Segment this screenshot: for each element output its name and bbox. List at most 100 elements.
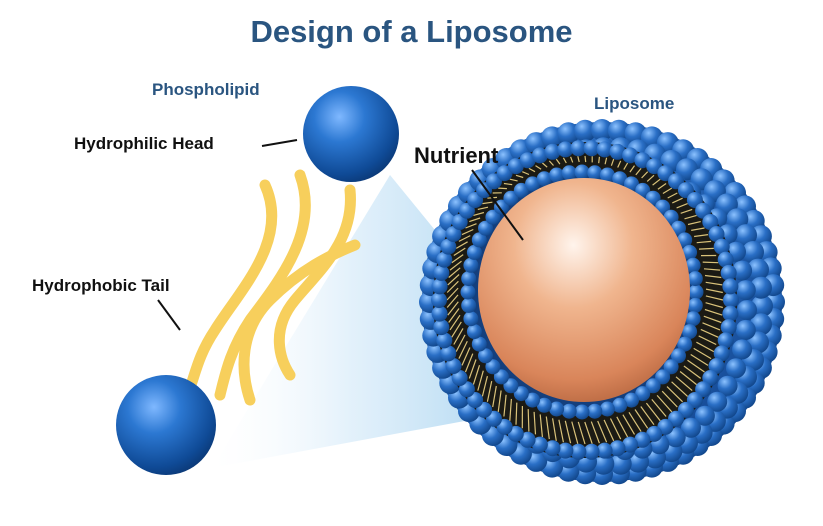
lipid-tail-line <box>515 174 524 179</box>
phospholipid-head-bead <box>570 443 587 460</box>
lipid-tail-line <box>584 155 587 163</box>
lipid-tail-line <box>503 394 507 417</box>
lipid-tail-line <box>498 187 507 190</box>
phospholipid-head-bead <box>549 167 565 183</box>
phospholipid-head-bead <box>460 284 476 300</box>
phospholipid-head-bead <box>433 319 450 336</box>
lipid-tail-line <box>623 162 629 170</box>
lipid-tail-line <box>503 182 513 186</box>
phospholipid-head-bead <box>557 122 580 145</box>
phospholipid-head-bead <box>525 176 540 192</box>
hydrophilic-head-leader <box>261 139 298 147</box>
lipid-tail-line <box>700 328 719 338</box>
lipid-tail-line <box>705 295 724 301</box>
lipid-tail-line <box>464 353 474 373</box>
phospholipid-head-bead <box>735 280 756 301</box>
lipid-tail-line <box>687 221 701 226</box>
phospholipid-head-bead <box>436 251 453 268</box>
phospholipid-head-bead <box>609 440 626 457</box>
phospholipid-head-bead <box>463 257 479 273</box>
lipid-tail-line <box>453 247 466 257</box>
zoom-cone <box>212 175 492 468</box>
lipid-tail-line <box>542 162 548 168</box>
lipid-tail-line <box>704 274 722 279</box>
lipid-tail-line <box>609 418 622 440</box>
lipid-tail-line <box>515 402 518 425</box>
lipid-tail-line <box>698 335 717 346</box>
phospholipid-head-bead <box>431 292 447 308</box>
phospholipid-head-bead <box>622 436 639 453</box>
phospholipid-tails <box>179 169 361 406</box>
lipid-tail-line <box>661 390 678 408</box>
hydrophobic-tail-label: Hydrophobic Tail <box>32 276 170 295</box>
phospholipid-head-bead <box>685 257 701 273</box>
lipid-tail-line <box>497 390 502 412</box>
phospholipid-head-bead <box>717 332 734 349</box>
lipid-tail-line <box>696 341 715 353</box>
lipid-tail-line <box>455 241 468 249</box>
phospholipid-head-bead <box>463 311 479 327</box>
phospholipid-head-bead <box>722 278 739 295</box>
phospholipid-head-bead <box>561 165 577 181</box>
phospholipid-head-bead <box>544 440 561 457</box>
tail-1 <box>179 179 278 406</box>
lipid-tail-line <box>449 314 461 331</box>
lipid-tail-line <box>590 421 600 444</box>
phospholipid-head-bead <box>536 171 552 187</box>
phospholipid-head-bead <box>587 403 603 419</box>
lipid-tail-line <box>662 187 673 195</box>
phospholipid-head-bead <box>713 345 730 362</box>
lipid-tail-line <box>449 260 462 271</box>
phospholipid-head-bead <box>574 404 590 420</box>
phospholipid-head-bead <box>561 403 577 419</box>
phospholipid-head-bead <box>747 258 769 281</box>
lipid-tail-line <box>622 414 636 435</box>
phospholipid-head-bead <box>525 392 540 408</box>
phospholipid-head-bead <box>717 251 734 268</box>
phospholipid-head-bead <box>723 292 739 308</box>
lipid-tail-line <box>666 386 684 403</box>
lipid-tail-line <box>472 365 481 385</box>
lipid-tail-line <box>629 165 635 173</box>
phospholipid-head-bead <box>587 165 603 181</box>
phospholipid-head-bead <box>519 431 536 448</box>
tail-3 <box>273 184 356 381</box>
phospholipid-head-bead <box>574 119 597 142</box>
lipid-tail-line <box>458 341 468 359</box>
phospholipid-head-bead <box>451 370 468 386</box>
lipid-tail-line <box>552 418 557 441</box>
lipid-tail-line <box>469 217 481 223</box>
phospholipid-head-bead <box>513 182 529 198</box>
phospholipid-head-bead <box>635 182 651 198</box>
phospholipid-head-bead <box>687 297 703 313</box>
phospholipid-head-bead <box>732 260 753 281</box>
phospholipid-head-bead <box>607 119 630 142</box>
liposome-label: Liposome <box>594 94 675 113</box>
phospholipid-head-bead <box>707 391 728 412</box>
lipid-tail-line <box>679 371 697 386</box>
lipid-tail-line <box>598 156 600 164</box>
phospholipid-head-bead <box>677 232 693 248</box>
phospholipid-head-bead <box>471 336 487 352</box>
phospholipid-head-bead <box>478 348 493 364</box>
phospholipid-head-bead <box>646 425 663 442</box>
lipid-tail-line <box>465 223 477 229</box>
phospholipid-head-bead <box>612 171 628 187</box>
phospholipid-head-bead <box>612 397 628 413</box>
phospholipid-head-bead <box>557 141 574 158</box>
phospholipid-head-bead <box>445 358 462 374</box>
lipid-tail-line <box>705 302 723 309</box>
lipid-tail-line <box>702 261 719 264</box>
phospholipid-head-bead <box>536 397 552 413</box>
lipid-tail-line <box>486 380 493 402</box>
outer-leaflet-beads <box>431 140 739 460</box>
phospholipid-head-bead <box>440 238 457 255</box>
lipid-tail-line <box>704 308 723 316</box>
lipid-tail-line <box>527 409 530 432</box>
lipid-tail-line <box>539 414 543 438</box>
phospholipid-head-bead <box>682 324 698 340</box>
phospholipid-head-bead <box>445 226 462 242</box>
phospholipid-head-bead <box>681 417 701 438</box>
lipid-tail-line <box>703 268 721 271</box>
phospholipid-head-bead <box>687 271 703 287</box>
